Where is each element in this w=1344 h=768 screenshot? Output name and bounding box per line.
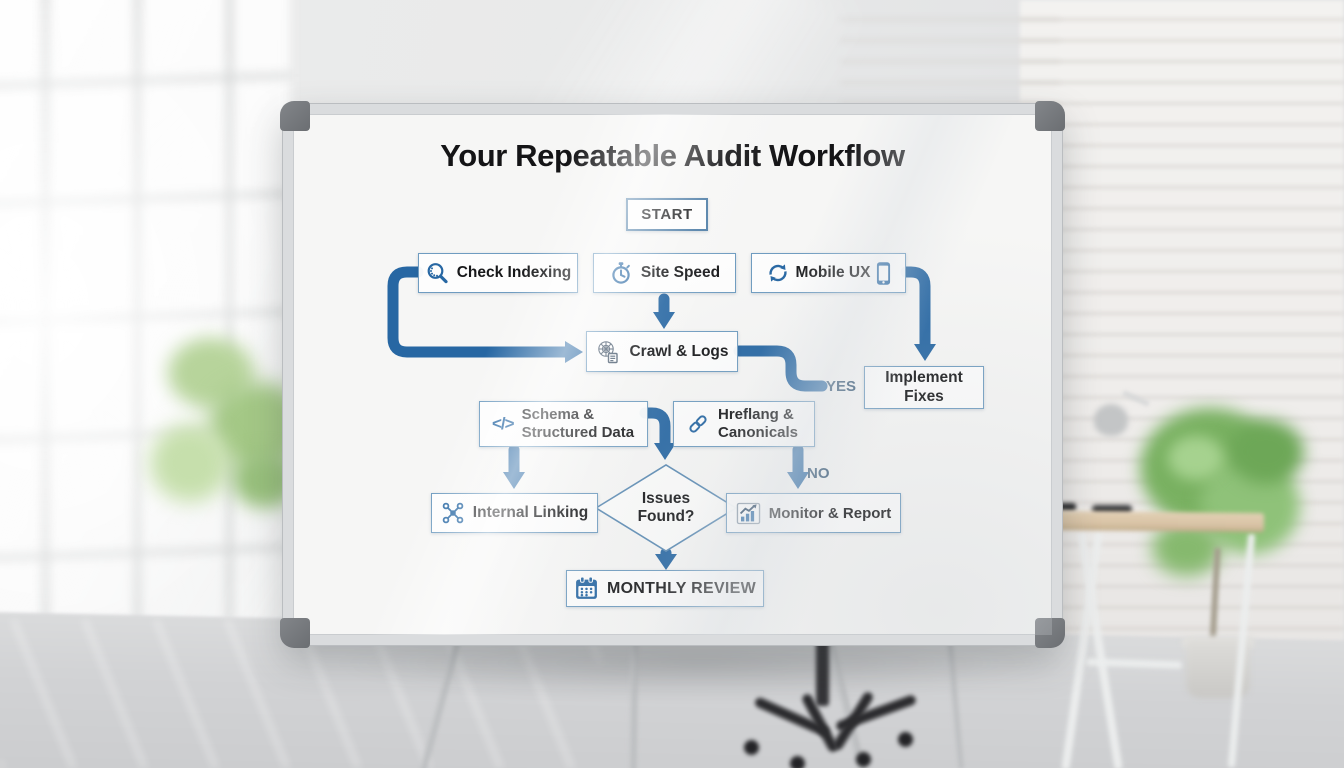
node-label: Schema & Structured Data — [521, 406, 635, 441]
magnifier-icon — [427, 263, 448, 284]
node-label: Site Speed — [640, 264, 721, 281]
node-label: Implement Fixes — [885, 369, 963, 405]
stopwatch-icon — [612, 262, 630, 284]
chair-wheel — [856, 752, 871, 767]
plant-left-leaf — [150, 424, 230, 502]
wall-lamp — [1094, 404, 1128, 436]
node-monthly-review: MONTHLY REVIEW — [566, 570, 764, 607]
node-label: Monitor & Report — [768, 504, 892, 522]
network-nodes-icon — [442, 502, 464, 524]
bar-chart-trend-icon — [736, 502, 760, 524]
node-check-indexing: Check Indexing — [418, 253, 578, 293]
arrow-schema-to-diamond — [639, 407, 671, 450]
node-issues-found: Issues Found? — [637, 490, 695, 525]
code-brackets-icon: </> — [492, 414, 515, 433]
node-start: START — [626, 198, 708, 231]
arrowhead — [787, 472, 809, 489]
brick-wall-right — [1020, 0, 1344, 680]
node-label: Internal Linking — [472, 504, 589, 521]
chair-wheel — [744, 740, 759, 755]
arrowhead — [503, 472, 525, 489]
arrow-mobileux-to-fixes — [900, 266, 931, 351]
plant-right-leaf — [1168, 436, 1224, 480]
sync-arrows-icon — [768, 264, 787, 282]
node-schema-structured-data: </> Schema & Structured Data — [479, 401, 648, 447]
node-label: Hreflang & Canonicals — [718, 406, 799, 441]
spider-web-icon — [598, 340, 619, 363]
chain-link-icon — [689, 415, 707, 433]
whiteboard: Your Repeatable Audit Workflow — [280, 101, 1065, 648]
plant-right-leaf — [1228, 420, 1304, 484]
node-label: Crawl & Logs — [629, 342, 729, 360]
chair-post — [816, 636, 829, 706]
node-label: MONTHLY REVIEW — [606, 579, 757, 597]
desk-item — [1092, 505, 1132, 514]
desk-item — [1048, 503, 1076, 511]
curve-crawl-to-yes — [733, 345, 828, 392]
edge-label-no: NO — [807, 465, 830, 482]
arrowhead — [914, 344, 936, 361]
node-monitor-report: Monitor & Report — [726, 493, 901, 533]
flowchart-canvas: Your Repeatable Audit Workflow — [293, 114, 1052, 635]
node-label: Mobile UX — [795, 264, 871, 281]
node-mobile-ux: Mobile UX — [751, 253, 906, 293]
calendar-icon — [576, 576, 597, 599]
edge-label-yes: YES — [826, 378, 857, 395]
arrowhead — [565, 341, 583, 363]
node-implement-fixes: Implement Fixes — [864, 366, 984, 409]
node-label: START — [641, 206, 693, 223]
smartphone-icon — [877, 261, 891, 285]
chair-wheel — [790, 756, 805, 768]
desk-top — [1043, 510, 1265, 533]
arrowhead — [653, 312, 675, 329]
node-internal-linking: Internal Linking — [431, 493, 598, 533]
node-label: Check Indexing — [456, 264, 572, 281]
node-crawl-logs: Crawl & Logs — [586, 331, 738, 372]
node-hreflang-canonicals: Hreflang & Canonicals — [673, 401, 815, 447]
chair-wheel — [898, 732, 913, 747]
brick-wall-top — [840, 0, 1060, 120]
arrowhead — [655, 554, 677, 570]
node-site-speed: Site Speed — [593, 253, 736, 293]
